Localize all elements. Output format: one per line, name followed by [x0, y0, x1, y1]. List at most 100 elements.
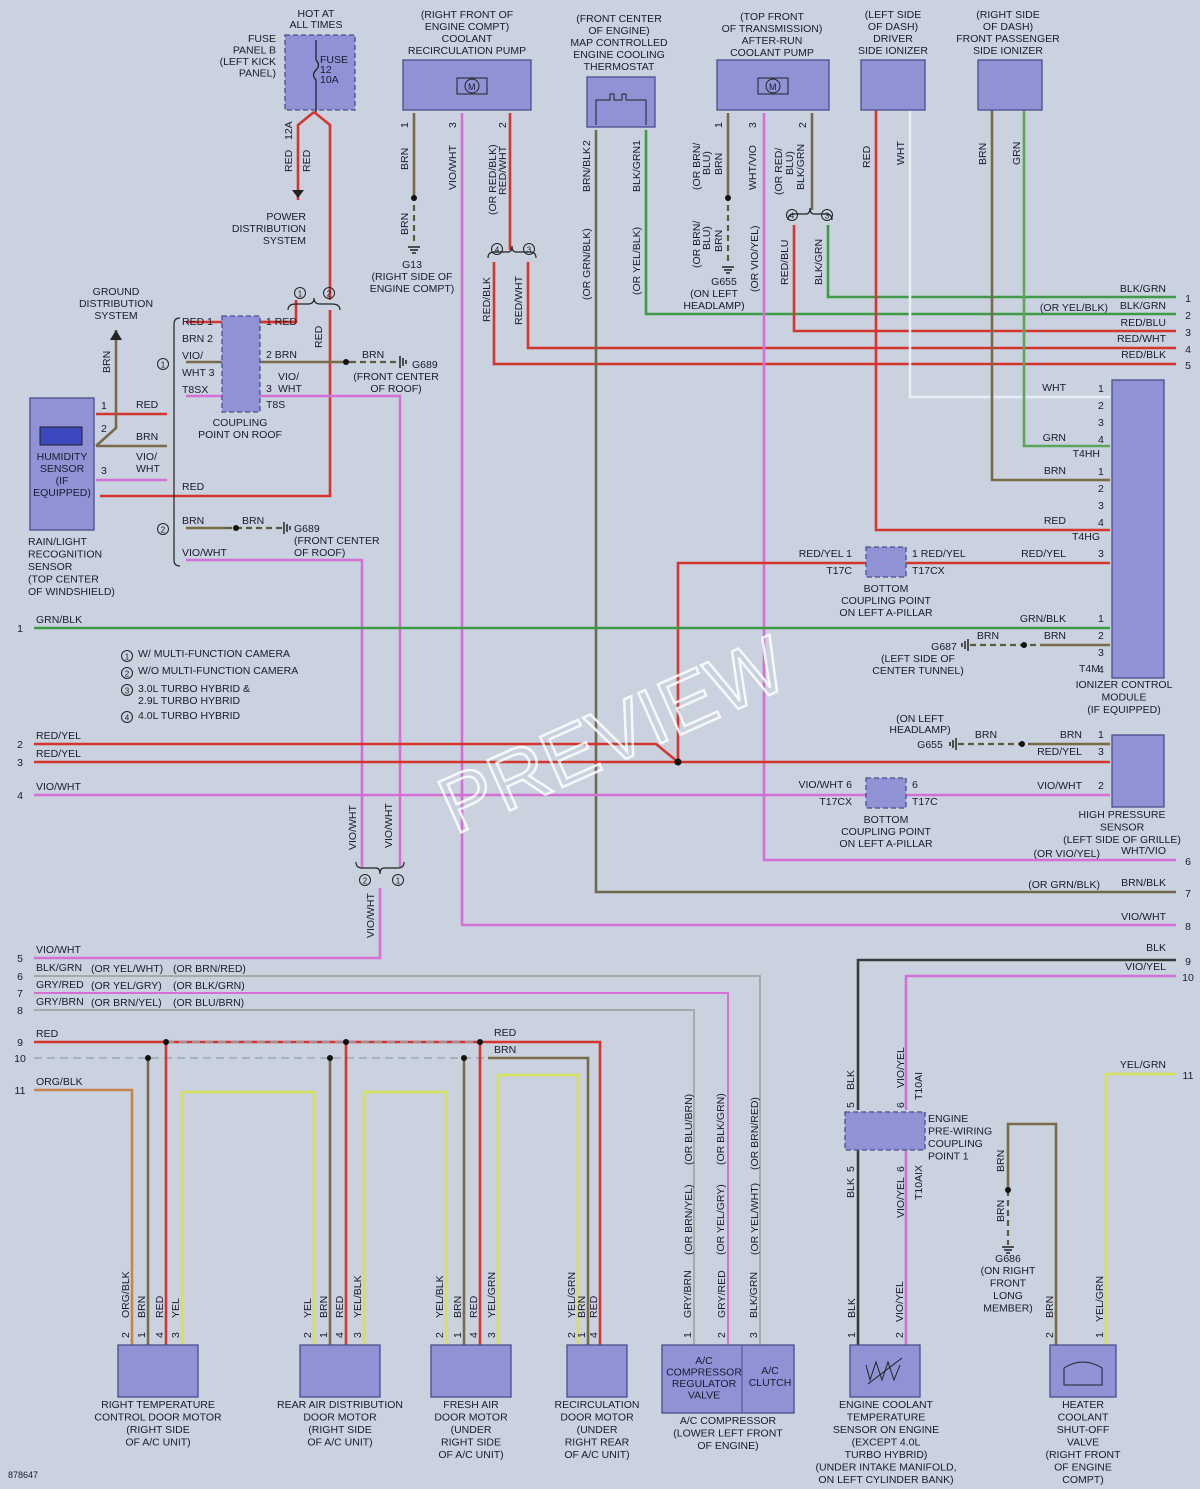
wire-label: RED — [334, 1295, 346, 1318]
wire-label: BRN — [242, 515, 264, 527]
ground-icon-g689b — [283, 522, 291, 534]
wire-m2-yelblk — [362, 1090, 448, 1345]
afterrun-title: COOLANT PUMP — [730, 47, 814, 59]
ground-icon-g686 — [1002, 1246, 1014, 1254]
ionizer-pass-title: (RIGHT SIDE — [976, 9, 1039, 21]
heater-valve-label: HEATER — [1062, 1399, 1104, 1411]
wire-label: (OR YEL/GRY) — [715, 1184, 727, 1255]
hp-sensor-label: (LEFT SIDE OF GRILLE) — [1063, 834, 1181, 846]
fuse-panel-label: (LEFT KICK — [220, 56, 276, 68]
hp-sensor-label: SENSOR — [1100, 822, 1145, 834]
compressor-clutch-label: CLUTCH — [749, 1377, 792, 1389]
edge-wire-alt: (OR BRN/YEL) — [91, 997, 162, 1009]
pin-label: 2 — [101, 423, 107, 435]
roof-coupling-label: POINT ON ROOF — [198, 429, 282, 441]
fuse-rating-label: 10A — [320, 74, 339, 86]
variant-marker-circle — [121, 684, 133, 696]
wire-label: BRN — [136, 431, 158, 443]
pds-label: DISTRIBUTION — [232, 223, 306, 235]
wire-label: YEL — [302, 1298, 314, 1318]
pin-label: 5 — [845, 1166, 857, 1172]
wire-vio-left5 — [34, 888, 382, 960]
wire-label: YEL/GRN — [1094, 1276, 1106, 1322]
ground-system-label: GROUND — [93, 286, 140, 298]
thermostat-title: (FRONT CENTER — [576, 13, 662, 25]
brace-roof — [173, 317, 181, 567]
motor-icon: M — [456, 77, 488, 95]
ionizer-pass-title: SIDE IONIZER — [973, 45, 1043, 57]
rain-light-recognition-sensor — [29, 397, 95, 531]
wire-label: YEL — [170, 1298, 182, 1318]
motor-label: RIGHT REAR — [565, 1437, 630, 1449]
wire-m1-yel — [180, 1090, 316, 1345]
edge-number: 2 — [1185, 310, 1191, 322]
pds-label: SYSTEM — [263, 235, 306, 247]
roof-right-label: T8S — [266, 399, 285, 411]
pin-label: 2 — [894, 1332, 906, 1338]
edge-number: 7 — [1185, 888, 1191, 900]
wire-label: BLK/GRN — [795, 144, 807, 190]
ground-loc-label: MEMBER) — [983, 1303, 1033, 1315]
wire-label: BRN — [977, 143, 989, 165]
pin-number: 4 — [1098, 664, 1104, 676]
humidity-label: (IF — [56, 475, 69, 487]
edge-wire-alt: (OR GRN/BLK) — [1028, 879, 1100, 891]
edge-number: 1 — [1185, 293, 1191, 305]
wires — [34, 108, 1176, 1345]
wire-label: (OR RED/BLK) — [487, 144, 499, 215]
wire-label: RED — [861, 145, 873, 168]
edge-number: 5 — [1185, 360, 1191, 372]
motor-label: CONTROL DOOR MOTOR — [94, 1412, 222, 1424]
pin-label: 2 — [1044, 1332, 1056, 1338]
variant-marker-number: 1 — [125, 652, 130, 661]
thermistor-arrow — [867, 1357, 903, 1385]
heater-coolant-valve — [1049, 1344, 1117, 1398]
pin-number: 2 — [1098, 400, 1104, 412]
hp-sensor-label: HIGH PRESSURE — [1079, 809, 1166, 821]
pin-label: 1 — [846, 1332, 858, 1338]
motor-label: OF A/C UNIT) — [438, 1449, 503, 1461]
fuse-panel-b — [284, 34, 356, 111]
wire-orgblk-11 — [34, 1088, 134, 1345]
junction-dots — [145, 195, 1027, 1193]
ground-label: G655 — [711, 276, 737, 288]
wire-label: BRN — [452, 1296, 464, 1318]
variant-marker-circle — [323, 287, 335, 299]
variant-marker-number: 2 — [363, 876, 368, 885]
wire-blk-9 — [856, 958, 1176, 1345]
ionizer-module-label: MODULE — [1102, 692, 1147, 704]
valve-icon — [1063, 1361, 1103, 1386]
wire-red-9 — [34, 1040, 602, 1345]
pin-label: 2 — [497, 122, 509, 128]
legend-item: W/ MULTI-FUNCTION CAMERA — [138, 648, 290, 660]
wire-label: BRN — [1044, 630, 1066, 642]
wire-t8s-vio — [186, 394, 402, 868]
pin-label: 2 — [581, 140, 593, 146]
thermostat-title: THERMOSTAT — [584, 61, 655, 73]
ground-loc-label: (LEFT SIDE OF — [881, 653, 955, 665]
wire-vioyel-10 — [904, 974, 1176, 1345]
variant-marker-number: 4 — [495, 245, 500, 254]
ground-label: G689 — [412, 359, 438, 371]
edge-number: 8 — [1185, 921, 1191, 933]
coupling-label: T17C — [912, 796, 938, 808]
rain-sensor-label: OF WINDSHIELD) — [28, 586, 115, 598]
pin-label: 4 — [334, 1332, 346, 1338]
wire-label: RED — [154, 1295, 166, 1318]
ground-loc-label: HEADLAMP) — [683, 300, 744, 312]
edge-wire-alt: (OR YEL/WHT) — [91, 963, 163, 975]
wire-label: (OR GRN/BLK) — [581, 228, 593, 300]
wire-label: VIO/WHT — [447, 145, 459, 190]
variant-marker-number: 2 — [125, 669, 130, 678]
edge-number: 4 — [17, 790, 23, 802]
brace-vio — [355, 861, 405, 875]
edge-wire-label: BLK/GRN — [36, 962, 82, 974]
edge-number: 4 — [1185, 344, 1191, 356]
wire-label: BRN — [576, 1296, 588, 1318]
wire-label: WHT/VIO — [747, 145, 759, 190]
fuse-rating-label: 12 — [320, 64, 332, 76]
variant-marker-circle — [392, 874, 404, 886]
roof-left-label: BRN 2 — [182, 333, 213, 345]
wire-fuse-to-pds — [296, 110, 315, 200]
